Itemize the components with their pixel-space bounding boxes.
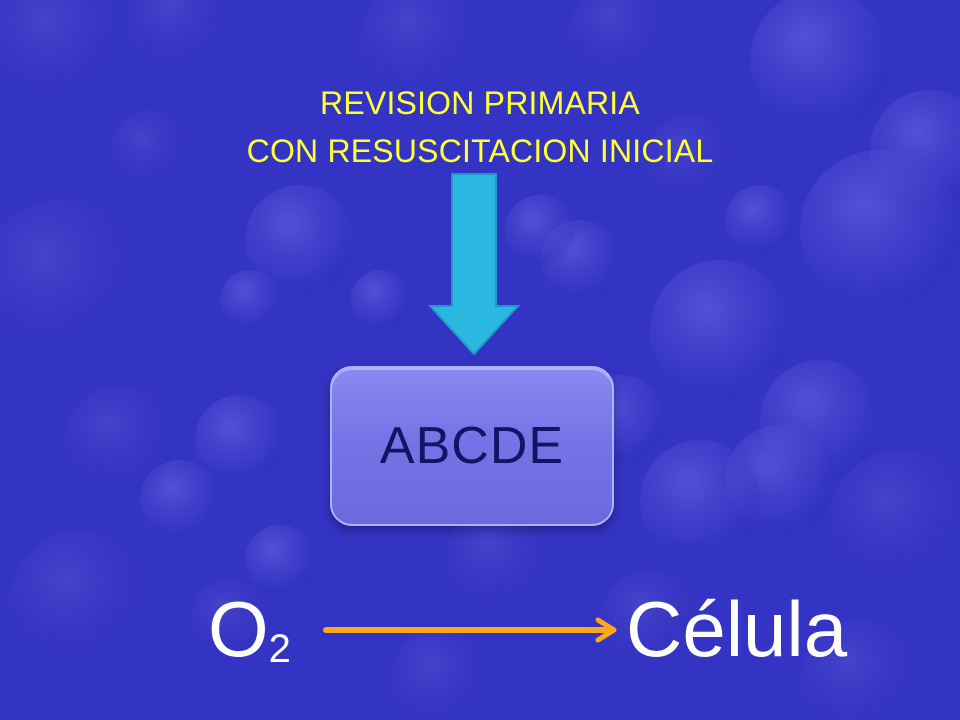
oxygen-label: O2 <box>208 584 291 694</box>
oxygen-symbol: O <box>208 585 269 673</box>
title-line-2: CON RESUSCITACION INICIAL <box>246 133 714 169</box>
right-arrow-icon <box>323 617 617 643</box>
title-line-1: REVISION PRIMARIA <box>320 85 640 121</box>
oxygen-subscript: 2 <box>268 627 291 671</box>
cell-label: Célula <box>626 585 848 673</box>
abcde-label: ABCDE <box>379 417 565 475</box>
abcde-box: ABCDE <box>330 366 614 526</box>
down-arrow-icon <box>428 173 520 356</box>
